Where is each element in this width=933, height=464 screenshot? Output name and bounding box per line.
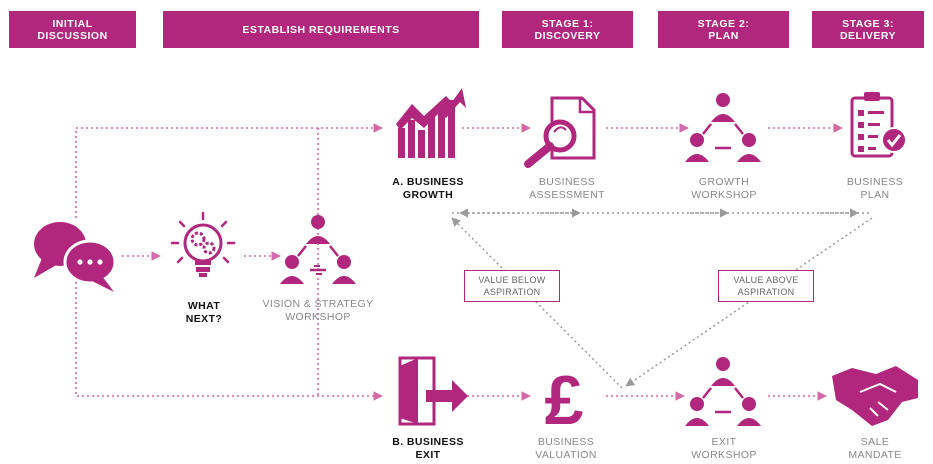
label-line: SALE — [860, 436, 890, 448]
label-business-exit: B. BUSINESS EXIT — [378, 436, 478, 462]
header-line: STAGE 3: — [842, 17, 894, 30]
label-line: GROWTH — [698, 176, 750, 188]
label-line: WORKSHOP — [285, 311, 351, 323]
feedback-below-diagonal — [451, 217, 623, 389]
label-line: NEXT? — [185, 313, 223, 325]
note-line: ASPIRATION — [483, 287, 541, 297]
feedback-connectors — [451, 208, 873, 389]
label-line: EXIT — [415, 449, 441, 461]
speech-bubbles-icon — [34, 222, 117, 292]
pound-sign-icon: £ — [545, 361, 584, 439]
connector-growth-top — [75, 123, 383, 218]
header-line: DELIVERY — [839, 29, 897, 42]
label-business-growth: A. BUSINESS GROWTH — [378, 176, 478, 202]
lightbulb-gears-icon — [170, 211, 236, 277]
handshake-icon — [832, 366, 918, 426]
magnifier-document-icon — [524, 96, 596, 168]
header-stage-1: STAGE 1: DISCOVERY — [502, 11, 633, 48]
label-line: WHAT — [187, 300, 221, 312]
header-stage-2: STAGE 2: PLAN — [658, 11, 789, 48]
note-line: VALUE ABOVE — [733, 275, 799, 285]
label-line: BUSINESS — [846, 176, 904, 188]
label-vision-strategy: VISION & STRATEGY WORKSHOP — [252, 298, 384, 324]
label-line: PLAN — [860, 189, 890, 201]
label-exit-workshop: EXIT WORKSHOP — [672, 436, 776, 462]
header-line: STAGE 2: — [697, 17, 750, 30]
note-line: VALUE BELOW — [478, 275, 546, 285]
header-initial-discussion: INITIAL DISCUSSION — [9, 11, 136, 48]
label-sale-mandate: SALE MANDATE — [830, 436, 920, 462]
header-stage-3: STAGE 3: DELIVERY — [812, 11, 924, 48]
header-line: INITIAL — [52, 17, 93, 30]
label-line: VISION & STRATEGY — [262, 298, 374, 310]
note-value-below-aspiration: VALUE BELOW ASPIRATION — [464, 270, 560, 302]
label-what-next: WHAT NEXT? — [172, 300, 236, 326]
label-line: GROWTH — [402, 189, 454, 201]
header-line: DISCUSSION — [37, 29, 108, 42]
header-line: DISCOVERY — [534, 29, 601, 42]
label-line: WORKSHOP — [691, 449, 757, 461]
label-line: MANDATE — [848, 449, 902, 461]
checklist-clipboard-icon — [850, 92, 907, 158]
label-line: BUSINESS — [538, 176, 596, 188]
exit-door-icon — [398, 356, 468, 426]
header-establish-requirements: ESTABLISH REQUIREMENTS — [163, 11, 479, 48]
label-line: B. BUSINESS — [392, 436, 464, 448]
label-business-assessment: BUSINESS ASSESSMENT — [512, 176, 622, 202]
label-line: A. BUSINESS — [392, 176, 464, 188]
label-line: ASSESSMENT — [529, 189, 605, 201]
label-growth-workshop: GROWTH WORKSHOP — [672, 176, 776, 202]
header-line: ESTABLISH REQUIREMENTS — [242, 23, 400, 36]
label-line: BUSINESS — [537, 436, 595, 448]
header-line: STAGE 1: — [541, 17, 594, 30]
note-value-above-aspiration: VALUE ABOVE ASPIRATION — [718, 270, 814, 302]
connectors — [75, 123, 843, 401]
team-triangle-icon — [280, 215, 356, 284]
header-line: PLAN — [708, 29, 739, 42]
growth-chart-icon — [396, 88, 466, 158]
note-line: ASPIRATION — [737, 287, 795, 297]
team-triangle-icon — [685, 93, 761, 162]
feedback-above-diagonal — [625, 217, 873, 387]
label-line: VALUATION — [535, 449, 597, 461]
team-triangle-icon — [685, 357, 761, 426]
label-business-valuation: BUSINESS VALUATION — [514, 436, 618, 462]
label-business-plan: BUSINESS PLAN — [830, 176, 920, 202]
label-line: EXIT — [711, 436, 737, 448]
label-line: WORKSHOP — [691, 189, 757, 201]
